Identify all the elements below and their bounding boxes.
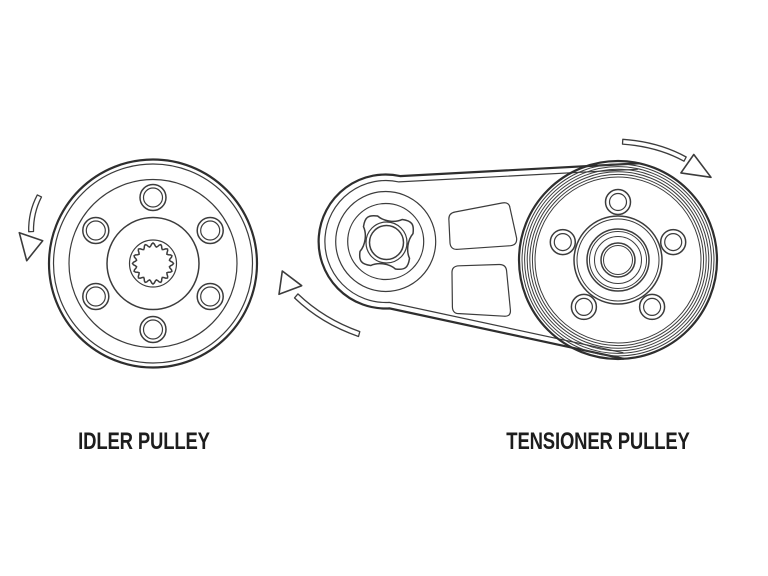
idler-ccw-arrow-head	[18, 231, 44, 262]
idler-spline-bore	[131, 242, 175, 285]
pivot-cam-plate	[358, 214, 415, 271]
idler-bolt-hole	[196, 282, 224, 311]
pivot-bore-inner	[368, 224, 405, 261]
pulley-bolt-hole	[570, 293, 598, 321]
idler-face-ring	[68, 178, 238, 349]
idler-bolt-hole	[139, 315, 167, 344]
idler-outer-rim	[47, 158, 259, 369]
pulley-hub	[573, 215, 663, 305]
tensioner-group	[278, 138, 719, 361]
pulley-bearing-ring	[589, 231, 647, 289]
pulley-bolt-hole	[638, 293, 666, 321]
idler-bolt-hole	[196, 216, 224, 245]
pulley-bearing-ring	[586, 228, 650, 292]
pulley-groove	[524, 166, 712, 354]
idler-hub	[106, 216, 200, 311]
pulley-groove	[521, 163, 715, 357]
tensioner-swing-arrow-band	[293, 293, 361, 338]
tensioner-arm-outline	[317, 162, 640, 360]
pulley-groove	[531, 173, 705, 347]
tensioner-arm-inner-outline	[324, 168, 639, 354]
idler-pulley-group	[18, 158, 259, 369]
tensioner-cw-arrow-band	[621, 138, 687, 162]
pulley-bore-inner	[603, 245, 633, 275]
pulley-bolt-hole	[549, 228, 577, 256]
pulley-bore-outer	[600, 242, 636, 278]
pivot-bore-outer	[365, 221, 408, 264]
pulley-bolt-hole	[659, 228, 687, 256]
pulley-bolt-hole	[604, 188, 632, 216]
tensioner-label: TENSIONER PULLEY	[506, 428, 690, 455]
idler-bolt-hole	[82, 216, 110, 245]
pulley-groove	[526, 168, 710, 352]
tensioner-cw-arrow-head	[680, 153, 712, 179]
pulley-groove	[534, 176, 702, 344]
tensioner-arm-cutout-upper	[448, 202, 518, 250]
pulley-bearing-ring	[594, 236, 642, 284]
idler-rim-inner-edge	[52, 163, 254, 364]
pulley-groove	[529, 171, 707, 349]
idler-label: IDLER PULLEY	[78, 428, 210, 455]
idler-bolt-hole	[139, 183, 167, 212]
tensioner-arm-cutout-lower	[451, 263, 512, 317]
tensioner-swing-arrow-head	[278, 270, 303, 296]
pivot-ring-outer	[335, 190, 437, 293]
idler-hub-ring	[128, 239, 178, 288]
idler-ccw-arrow-band	[28, 194, 43, 233]
pivot-ring-inner	[347, 202, 425, 281]
pulley-outer-rim	[517, 159, 719, 361]
idler-bolt-hole	[82, 282, 110, 311]
pulley-hub-ring	[576, 218, 660, 302]
